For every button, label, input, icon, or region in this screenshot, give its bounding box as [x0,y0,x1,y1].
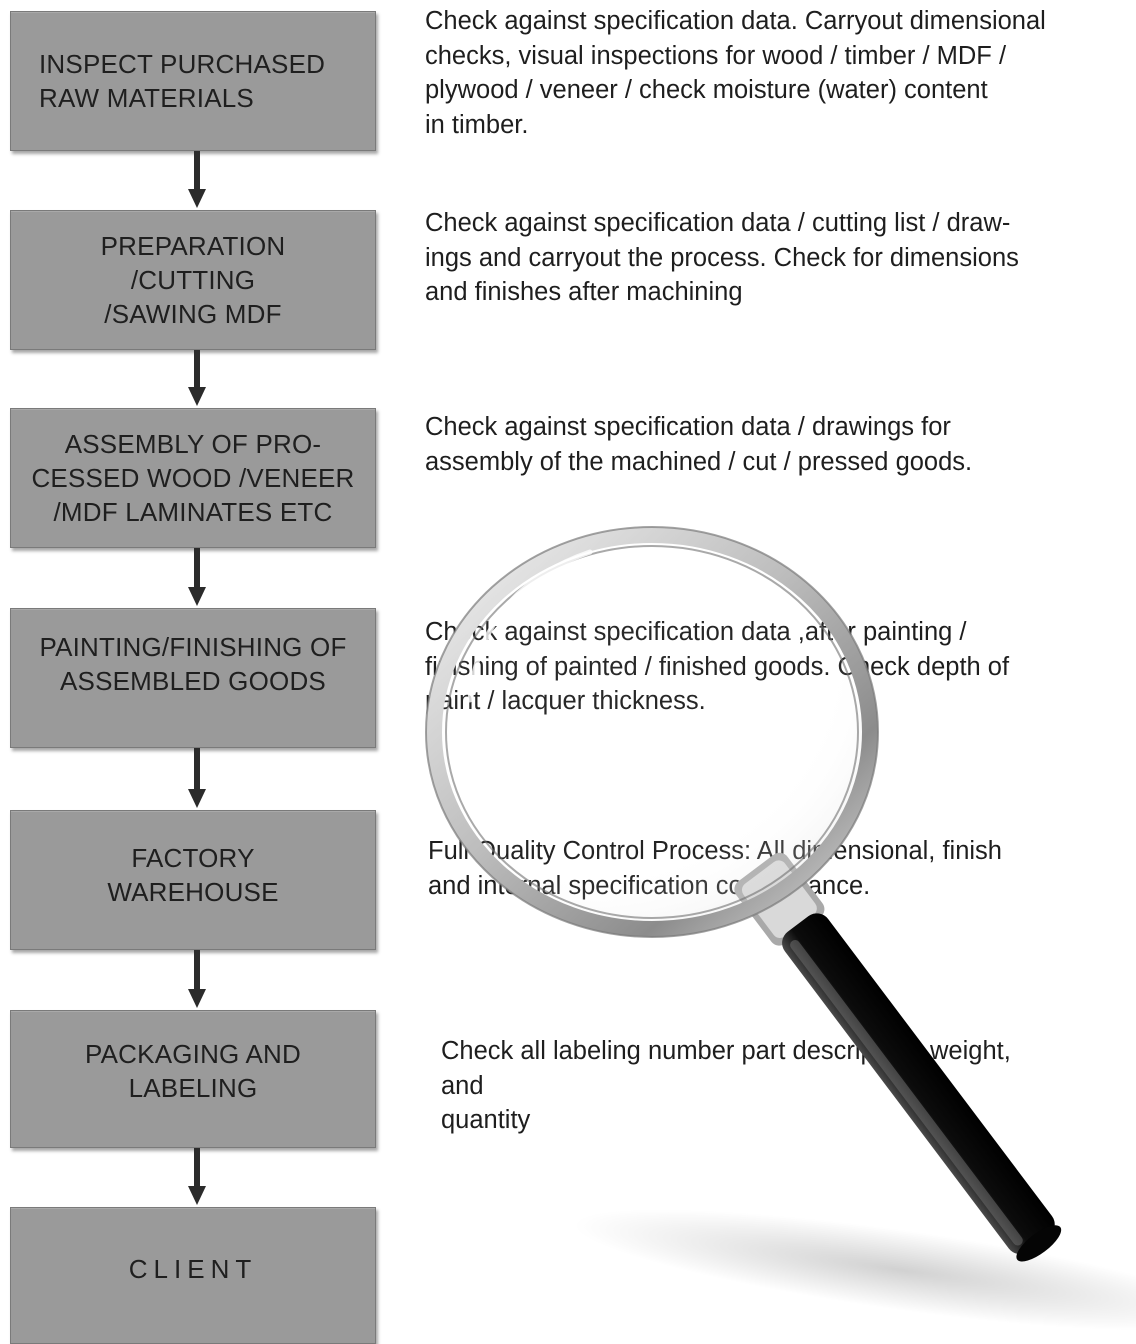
arrow-down-icon [188,350,206,406]
arrow-down-icon [188,748,206,808]
step-box-factory-warehouse: FACTORY WAREHOUSE [10,810,376,950]
step-description-assembly: Check against specification data / drawi… [425,413,973,476]
step-label: PREPARATION /CUTTING /SAWING MDF [100,231,286,329]
step-description-warehouse: Full Quality Control Process: All dimens… [428,837,1002,900]
arrow-down-icon [188,151,206,208]
step-description-inspect: Check against specification data. Carryo… [425,7,1046,139]
step-label: FACTORY WAREHOUSE [107,843,279,907]
step-description-preparation: Check against specification data / cutti… [425,209,1019,306]
step-label: CLIENT [128,1253,258,1284]
step-label: PACKAGING AND LABELING [85,1039,301,1103]
step-box-client: CLIENT [10,1207,376,1344]
step-box-inspect-raw-materials: INSPECT PURCHASED RAW MATERIALS [10,11,376,151]
step-label: PAINTING/FINISHING OF ASSEMBLED GOODS [39,632,347,696]
step-description-packaging: Check all labeling number part descripti… [441,1037,1011,1134]
step-label: ASSEMBLY OF PRO- CESSED WOOD /VENEER /MD… [31,429,355,527]
step-box-preparation-cutting: PREPARATION /CUTTING /SAWING MDF [10,210,376,350]
step-description-painting: Check against specification data ,after … [425,618,1010,715]
step-box-assembly: ASSEMBLY OF PRO- CESSED WOOD /VENEER /MD… [10,408,376,548]
step-box-packaging-labeling: PACKAGING AND LABELING [10,1010,376,1148]
arrow-down-icon [188,1148,206,1205]
arrow-down-icon [188,950,206,1008]
arrow-down-icon [188,548,206,606]
step-label: INSPECT PURCHASED RAW MATERIALS [39,49,326,113]
step-box-painting-finishing: PAINTING/FINISHING OF ASSEMBLED GOODS [10,608,376,748]
